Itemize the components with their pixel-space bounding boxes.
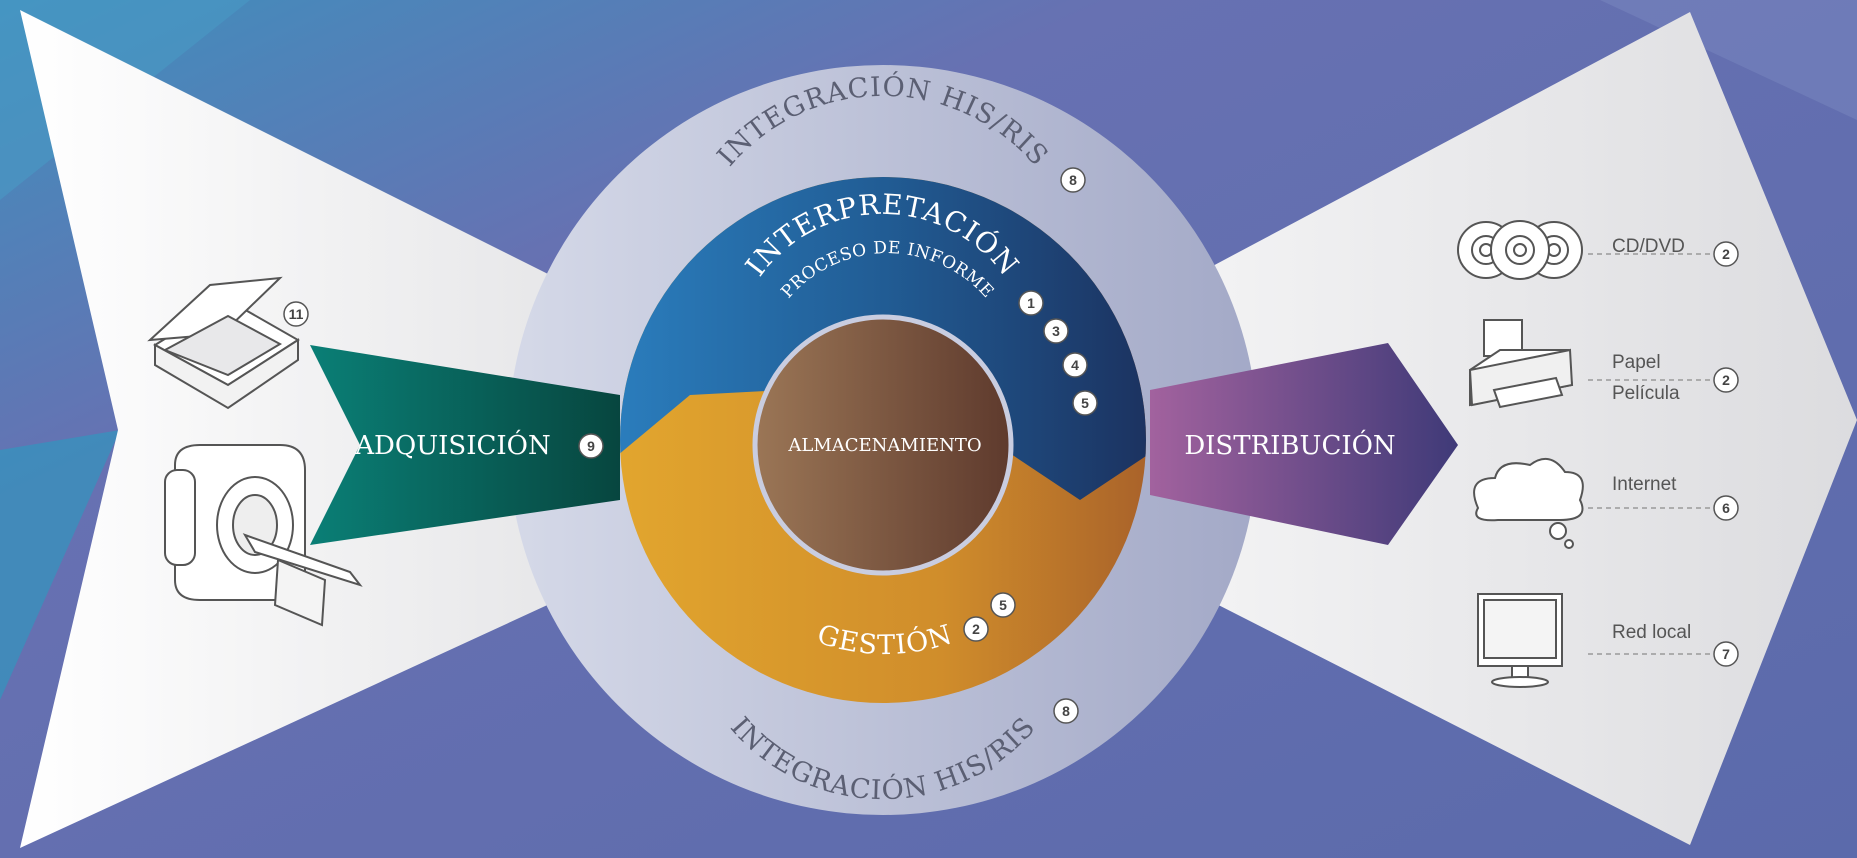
acquisition-badge-number: 9 (587, 438, 595, 454)
storage-label: ALMACENAMIENTO (787, 435, 981, 456)
management-badge-number: 5 (999, 597, 1007, 613)
management-badge-number: 2 (972, 621, 980, 637)
distribution-item-label: Red local (1612, 622, 1691, 643)
scanner-badge-number: 11 (289, 306, 304, 322)
acquisition-badge: 9 (578, 433, 604, 459)
cd-dvd-icon (1457, 220, 1583, 280)
badge-layer: 8 8 1 3 4 5 2 5 9 11 (283, 167, 1098, 724)
distribution-item-label: Película (1612, 383, 1680, 404)
acquisition-chevron (310, 345, 620, 545)
acquisition-arrow-body (20, 10, 580, 848)
scanner-badge: 11 (283, 301, 309, 327)
distribution-item-badge-circle (1713, 641, 1739, 667)
interpretation-badge: 5 (1072, 390, 1098, 416)
acquisition-badge-circle (578, 433, 604, 459)
ring-bottom-badge: 8 (1053, 698, 1079, 724)
acquisition-label: ADQUISICIÓN (354, 429, 550, 461)
flatbed-scanner-icon (147, 276, 300, 410)
distribution-item-badge-circle (1713, 241, 1739, 267)
management-badge-circle (990, 592, 1016, 618)
interpretation-badge: 3 (1043, 318, 1069, 344)
interpretation-badge-number: 4 (1071, 357, 1079, 373)
printer-icon (1468, 319, 1574, 409)
interpretation-badge-number: 3 (1052, 323, 1060, 339)
distribution-item-badge-circle (1713, 367, 1739, 393)
interpretation-badge: 4 (1062, 352, 1088, 378)
ring-bottom-badge-number: 8 (1062, 703, 1070, 719)
mri-scanner-icon (164, 444, 363, 627)
distribution-item-badge-number: 6 (1722, 500, 1730, 516)
distribution-item-badge-number: 7 (1722, 646, 1730, 662)
cloud-icon (1473, 457, 1584, 549)
distribution-arrow-body (1130, 12, 1857, 845)
background-facet (0, 430, 120, 700)
interpretation-badge-circle (1043, 318, 1069, 344)
distribution-item-badge-number: 2 (1722, 246, 1730, 262)
distribution-item-label: CD/DVD (1612, 236, 1685, 257)
management-badge: 2 (963, 616, 989, 642)
ring-top-badge: 8 (1060, 167, 1086, 193)
distribution-item-badge: 6 (1713, 495, 1739, 521)
ring-top-badge-circle (1060, 167, 1086, 193)
distribution-item-badge: 7 (1713, 641, 1739, 667)
interpretation-badge-number: 5 (1081, 395, 1089, 411)
scanner-badge-circle (283, 301, 309, 327)
management-badge: 5 (990, 592, 1016, 618)
monitor-icon (1477, 593, 1563, 688)
distribution-chevron (1150, 343, 1458, 545)
distribution-item-badge: 2 (1713, 367, 1739, 393)
distribution-item-label: Internet (1612, 474, 1677, 495)
interpretation-badge: 1 (1018, 290, 1044, 316)
distribution-item-badge-number: 2 (1722, 372, 1730, 388)
ring-bottom-badge-circle (1053, 698, 1079, 724)
interpretation-badge-circle (1072, 390, 1098, 416)
distribution-item-badge-circle (1713, 495, 1739, 521)
distribution-item-label: Papel (1612, 352, 1661, 373)
distribution-item-badge: 2 (1713, 241, 1739, 267)
interpretation-badge-number: 1 (1027, 295, 1035, 311)
interpretation-badge-circle (1062, 352, 1088, 378)
management-badge-circle (963, 616, 989, 642)
ring-top-badge-number: 8 (1069, 172, 1077, 188)
distribution-label: DISTRIBUCIÓN (1184, 429, 1395, 461)
interpretation-badge-circle (1018, 290, 1044, 316)
storage-core (752, 314, 1014, 576)
